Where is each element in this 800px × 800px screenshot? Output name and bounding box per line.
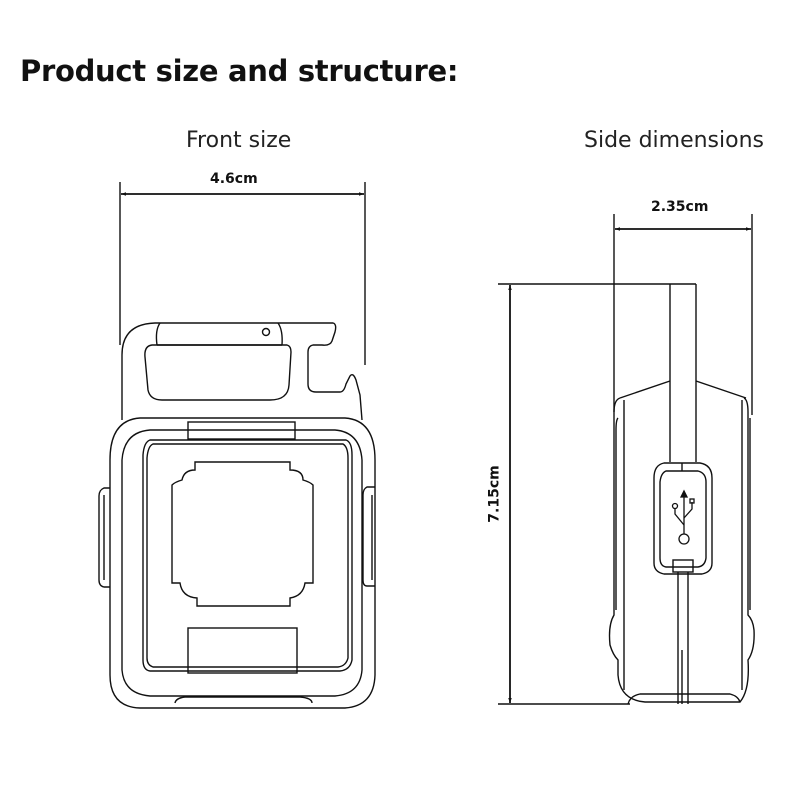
- side-depth-label: 2.35cm: [651, 199, 709, 215]
- front-width-label: 4.6cm: [210, 171, 258, 187]
- front-width-dimension: [119, 182, 366, 365]
- front-device-outline: [98, 322, 376, 709]
- front-view-label: Front size: [186, 128, 292, 153]
- side-depth-dimension: [613, 214, 753, 415]
- side-height-dimension: [498, 283, 696, 705]
- usb-icon: [671, 489, 695, 545]
- side-device-outline: [608, 284, 755, 705]
- side-view-label: Side dimensions: [584, 128, 764, 153]
- page-title: Product size and structure:: [20, 54, 459, 88]
